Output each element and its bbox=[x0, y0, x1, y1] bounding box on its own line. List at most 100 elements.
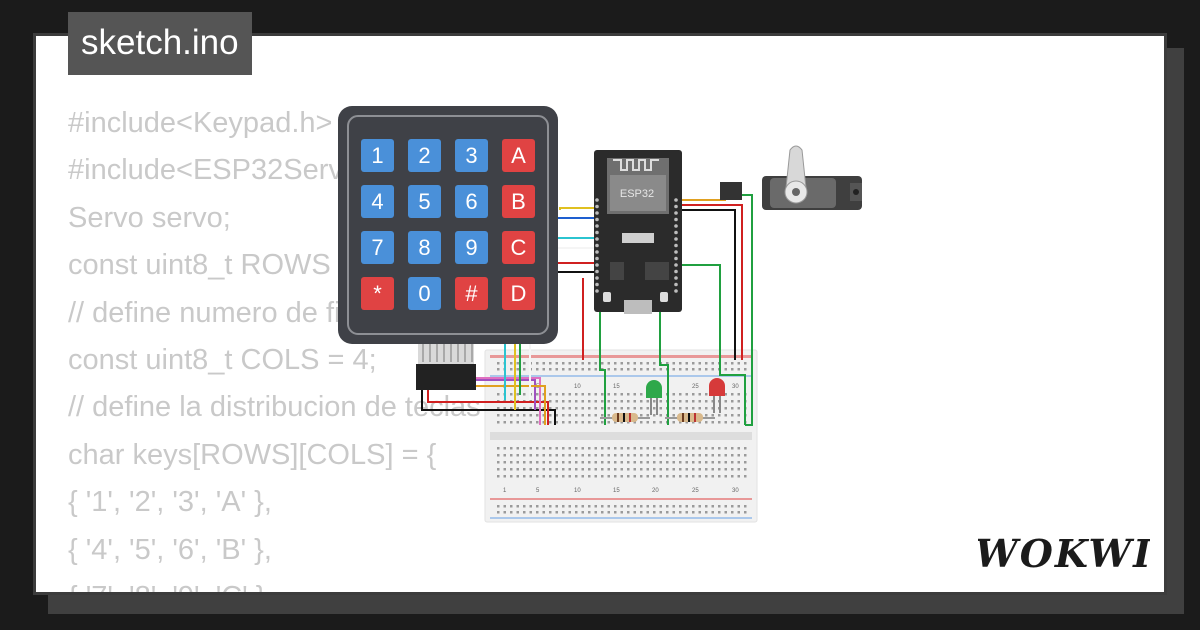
breadboard-hole bbox=[718, 421, 721, 424]
breadboard-hole bbox=[666, 447, 669, 450]
breadboard-hole bbox=[737, 461, 740, 464]
breadboard-hole bbox=[542, 511, 545, 514]
breadboard-hole bbox=[685, 400, 688, 403]
breadboard-hole bbox=[503, 505, 506, 508]
breadboard-hole bbox=[510, 447, 513, 450]
keypad-key[interactable] bbox=[361, 139, 394, 172]
keypad-key[interactable] bbox=[361, 231, 394, 264]
breadboard-hole bbox=[659, 475, 662, 478]
breadboard-hole bbox=[536, 454, 539, 457]
breadboard-hole bbox=[581, 475, 584, 478]
breadboard-hole bbox=[653, 421, 656, 424]
breadboard-hole bbox=[497, 468, 500, 471]
breadboard-hole bbox=[659, 511, 662, 514]
keypad-key-label: 0 bbox=[418, 281, 430, 306]
breadboard-hole bbox=[711, 468, 714, 471]
breadboard-hole bbox=[692, 400, 695, 403]
keypad-key[interactable] bbox=[408, 185, 441, 218]
keypad-key[interactable] bbox=[455, 231, 488, 264]
breadboard-hole bbox=[653, 505, 656, 508]
breadboard-hole bbox=[594, 400, 597, 403]
breadboard-hole bbox=[549, 362, 552, 365]
breadboard-hole bbox=[568, 362, 571, 365]
esp32-board[interactable]: ESP32 bbox=[594, 150, 682, 314]
breadboard-hole bbox=[614, 362, 617, 365]
breadboard-hole bbox=[646, 511, 649, 514]
breadboard-hole bbox=[562, 407, 565, 410]
breadboard-hole bbox=[601, 393, 604, 396]
breadboard-hole bbox=[627, 461, 630, 464]
breadboard-hole bbox=[549, 393, 552, 396]
breadboard-hole bbox=[516, 468, 519, 471]
breadboard-hole bbox=[659, 505, 662, 508]
wire-red-4 bbox=[680, 204, 743, 360]
breadboard-hole bbox=[568, 468, 571, 471]
breadboard-hole bbox=[529, 447, 532, 450]
breadboard-hole bbox=[568, 407, 571, 410]
breadboard-hole bbox=[542, 505, 545, 508]
breadboard-hole bbox=[568, 461, 571, 464]
breadboard-hole bbox=[737, 368, 740, 371]
breadboard-hole bbox=[568, 393, 571, 396]
breadboard-hole bbox=[659, 407, 662, 410]
breadboard-hole bbox=[497, 368, 500, 371]
breadboard-hole bbox=[711, 447, 714, 450]
breadboard-hole bbox=[731, 393, 734, 396]
breadboard-hole bbox=[523, 407, 526, 410]
breadboard-hole bbox=[705, 393, 708, 396]
keypad-key[interactable] bbox=[361, 277, 394, 310]
breadboard-hole bbox=[666, 468, 669, 471]
breadboard-hole bbox=[672, 461, 675, 464]
breadboard-hole bbox=[575, 362, 578, 365]
led-green bbox=[646, 380, 662, 415]
wire-green-2 bbox=[599, 270, 606, 425]
breadboard-hole bbox=[601, 475, 604, 478]
keypad-key[interactable] bbox=[502, 185, 535, 218]
wire-black-3 bbox=[680, 209, 736, 360]
breadboard-hole bbox=[575, 468, 578, 471]
breadboard-hole bbox=[516, 454, 519, 457]
breadboard-hole bbox=[685, 362, 688, 365]
breadboard-hole bbox=[705, 468, 708, 471]
breadboard-hole bbox=[698, 393, 701, 396]
breadboard-hole bbox=[705, 368, 708, 371]
breadboard-hole bbox=[620, 454, 623, 457]
breadboard-hole bbox=[510, 414, 513, 417]
keypad-key[interactable] bbox=[502, 139, 535, 172]
keypad-key[interactable] bbox=[361, 185, 394, 218]
breadboard-hole bbox=[581, 368, 584, 371]
keypad-key[interactable] bbox=[408, 139, 441, 172]
esp32-pin bbox=[674, 256, 678, 261]
breadboard-hole bbox=[555, 421, 558, 424]
breadboard-hole bbox=[503, 475, 506, 478]
breadboard-hole bbox=[542, 368, 545, 371]
breadboard-hole bbox=[633, 368, 636, 371]
keypad-key[interactable] bbox=[455, 139, 488, 172]
breadboard-hole bbox=[705, 454, 708, 457]
keypad-key[interactable] bbox=[455, 185, 488, 218]
breadboard-hole bbox=[581, 414, 584, 417]
breadboard-hole bbox=[542, 414, 545, 417]
breadboard-hole bbox=[503, 511, 506, 514]
keypad-key[interactable] bbox=[408, 231, 441, 264]
breadboard-hole bbox=[542, 393, 545, 396]
breadboard-hole bbox=[562, 468, 565, 471]
servo-motor[interactable] bbox=[720, 145, 862, 210]
breadboard-hole bbox=[692, 468, 695, 471]
breadboard-hole bbox=[523, 468, 526, 471]
keypad-key[interactable] bbox=[408, 277, 441, 310]
breadboard-hole bbox=[659, 368, 662, 371]
code-line: { '4', '5', '6', 'B' }, bbox=[68, 533, 272, 566]
breadboard-hole bbox=[549, 407, 552, 410]
breadboard-hole bbox=[568, 447, 571, 450]
code-line: Servo servo; bbox=[68, 201, 231, 234]
breadboard-hole bbox=[620, 421, 623, 424]
breadboard-hole bbox=[640, 447, 643, 450]
breadboard-hole bbox=[555, 368, 558, 371]
keypad-key[interactable] bbox=[455, 277, 488, 310]
breadboard-hole bbox=[724, 461, 727, 464]
breadboard-hole bbox=[562, 368, 565, 371]
keypad-key[interactable] bbox=[502, 277, 535, 310]
keypad-key[interactable] bbox=[502, 231, 535, 264]
